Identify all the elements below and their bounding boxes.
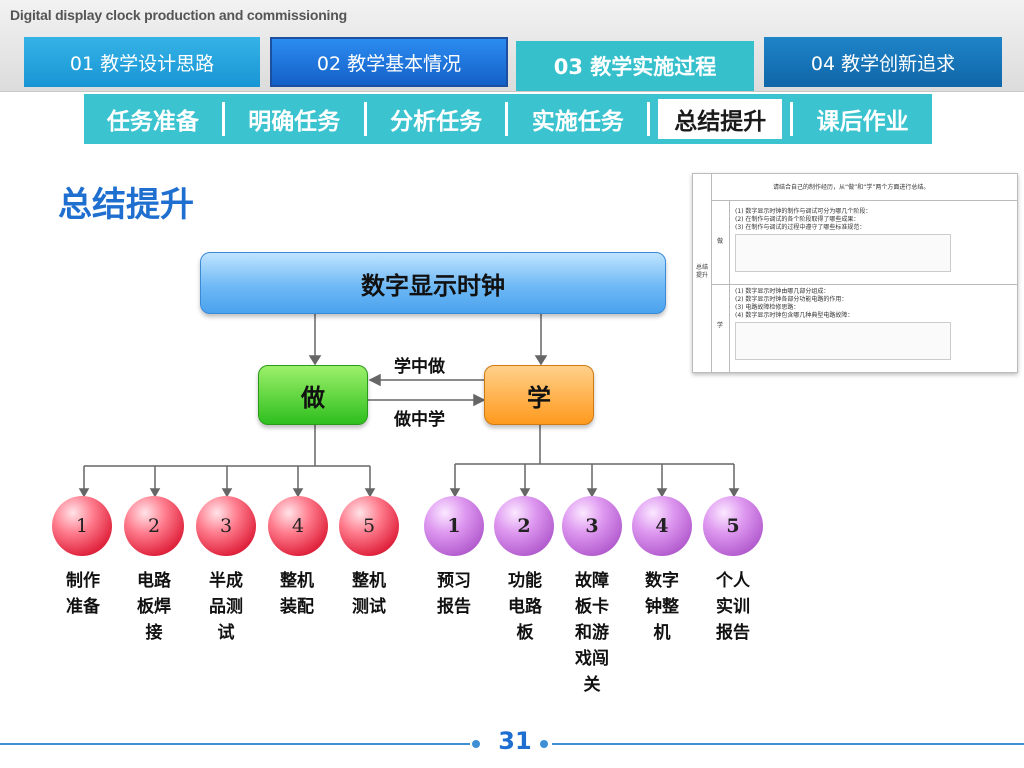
sub-tab-bar: 任务准备 明确任务 分析任务 实施任务 总结提升 课后作业 xyxy=(84,94,932,144)
footer-line-right xyxy=(552,743,1024,745)
form-row-label: 总结提升 xyxy=(696,264,709,279)
do-step-ball: 1 xyxy=(52,496,112,556)
sub-tab-divider xyxy=(647,102,651,136)
tab-teaching-design[interactable]: 01 教学设计思路 xyxy=(24,37,260,87)
learn-step-ball: 3 xyxy=(562,496,622,556)
form-do-question: (3) 在制作与调试的过程中遵守了哪些标准规范： xyxy=(735,224,866,231)
footer-dot xyxy=(540,740,548,748)
sub-tab-divider xyxy=(505,102,509,136)
sub-tab-divider xyxy=(363,102,367,136)
do-step-ball: 5 xyxy=(339,496,399,556)
tab-teaching-basics[interactable]: 02 教学基本情况 xyxy=(270,37,508,87)
sub-tab-analyze-task[interactable]: 分析任务 xyxy=(390,109,483,135)
tab-teaching-innovation[interactable]: 04 教学创新追求 xyxy=(764,37,1002,87)
learn-in-doing-label: 学中做 xyxy=(394,357,445,377)
learn-step-ball: 5 xyxy=(703,496,763,556)
do-step-ball: 2 xyxy=(124,496,184,556)
do-step-label: 整机测试 xyxy=(352,571,386,617)
learn-step-label: 故障板卡和游戏闯关 xyxy=(575,571,609,695)
form-divider xyxy=(711,174,712,372)
do-step-label: 制作准备 xyxy=(66,571,100,617)
learn-step-ball: 4 xyxy=(632,496,692,556)
section-title: 总结提升 xyxy=(58,185,194,225)
learn-node: 学 xyxy=(484,365,594,425)
learn-step-label: 个人实训报告 xyxy=(716,571,750,643)
sub-tab-divider xyxy=(221,102,225,136)
summary-form-thumbnail: 请结合自己的制作经历，从“做”和“学”两个方面进行总结。 总结提升 做 学 (1… xyxy=(692,173,1018,373)
do-step-ball: 4 xyxy=(268,496,328,556)
form-learn-answer-box[interactable] xyxy=(735,322,951,360)
form-divider xyxy=(729,200,730,372)
tab-teaching-process[interactable]: 03 教学实施过程 xyxy=(516,41,754,91)
learn-step-ball: 1 xyxy=(424,496,484,556)
footer-dot xyxy=(472,740,480,748)
form-divider xyxy=(711,284,1017,285)
form-do-question: (2) 在制作与调试的各个阶段取得了哪些成果： xyxy=(735,216,860,223)
header-title: Digital display clock production and com… xyxy=(10,7,347,23)
root-node-digital-clock: 数字显示时钟 xyxy=(200,252,666,314)
form-learn-question: (2) 数字显示时钟各部分功能电路的作用： xyxy=(735,296,848,303)
do-node: 做 xyxy=(258,365,368,425)
do-step-label: 整机装配 xyxy=(280,571,314,617)
sub-tab-homework[interactable]: 课后作业 xyxy=(816,109,909,135)
form-instruction: 请结合自己的制作经历，从“做”和“学”两个方面进行总结。 xyxy=(773,184,930,191)
sub-tab-summary[interactable]: 总结提升 xyxy=(658,99,783,139)
doing-in-learning-label: 做中学 xyxy=(394,410,445,430)
form-do-answer-box[interactable] xyxy=(735,234,951,272)
sub-tab-implement-task[interactable]: 实施任务 xyxy=(531,109,624,135)
page-number: 31 xyxy=(498,727,532,755)
learn-step-label: 数字钟整机 xyxy=(645,571,679,643)
form-do-question: (1) 数字显示时钟的制作与调试可分为哪几个阶段： xyxy=(735,208,872,215)
learn-step-label: 功能电路板 xyxy=(508,571,542,643)
learn-step-label: 预习报告 xyxy=(437,571,471,617)
sub-tab-define-task[interactable]: 明确任务 xyxy=(248,109,341,135)
form-learn-question: (4) 数字显示时钟包含哪几种典型电路故障： xyxy=(735,312,854,319)
footer-line-left xyxy=(0,743,470,745)
do-step-label: 电路板焊接 xyxy=(137,571,171,643)
do-step-label: 半成品测试 xyxy=(209,571,243,643)
form-divider xyxy=(711,200,1017,201)
sub-tab-divider xyxy=(790,102,794,136)
sub-tab-task-prep[interactable]: 任务准备 xyxy=(106,109,199,135)
form-do-label: 做 xyxy=(717,238,724,245)
learn-step-ball: 2 xyxy=(494,496,554,556)
do-step-ball: 3 xyxy=(196,496,256,556)
form-learn-question: (3) 电路故障检修思路： xyxy=(735,304,800,311)
form-learn-label: 学 xyxy=(717,322,724,329)
form-learn-question: (1) 数字显示时钟由哪几部分组成： xyxy=(735,288,830,295)
